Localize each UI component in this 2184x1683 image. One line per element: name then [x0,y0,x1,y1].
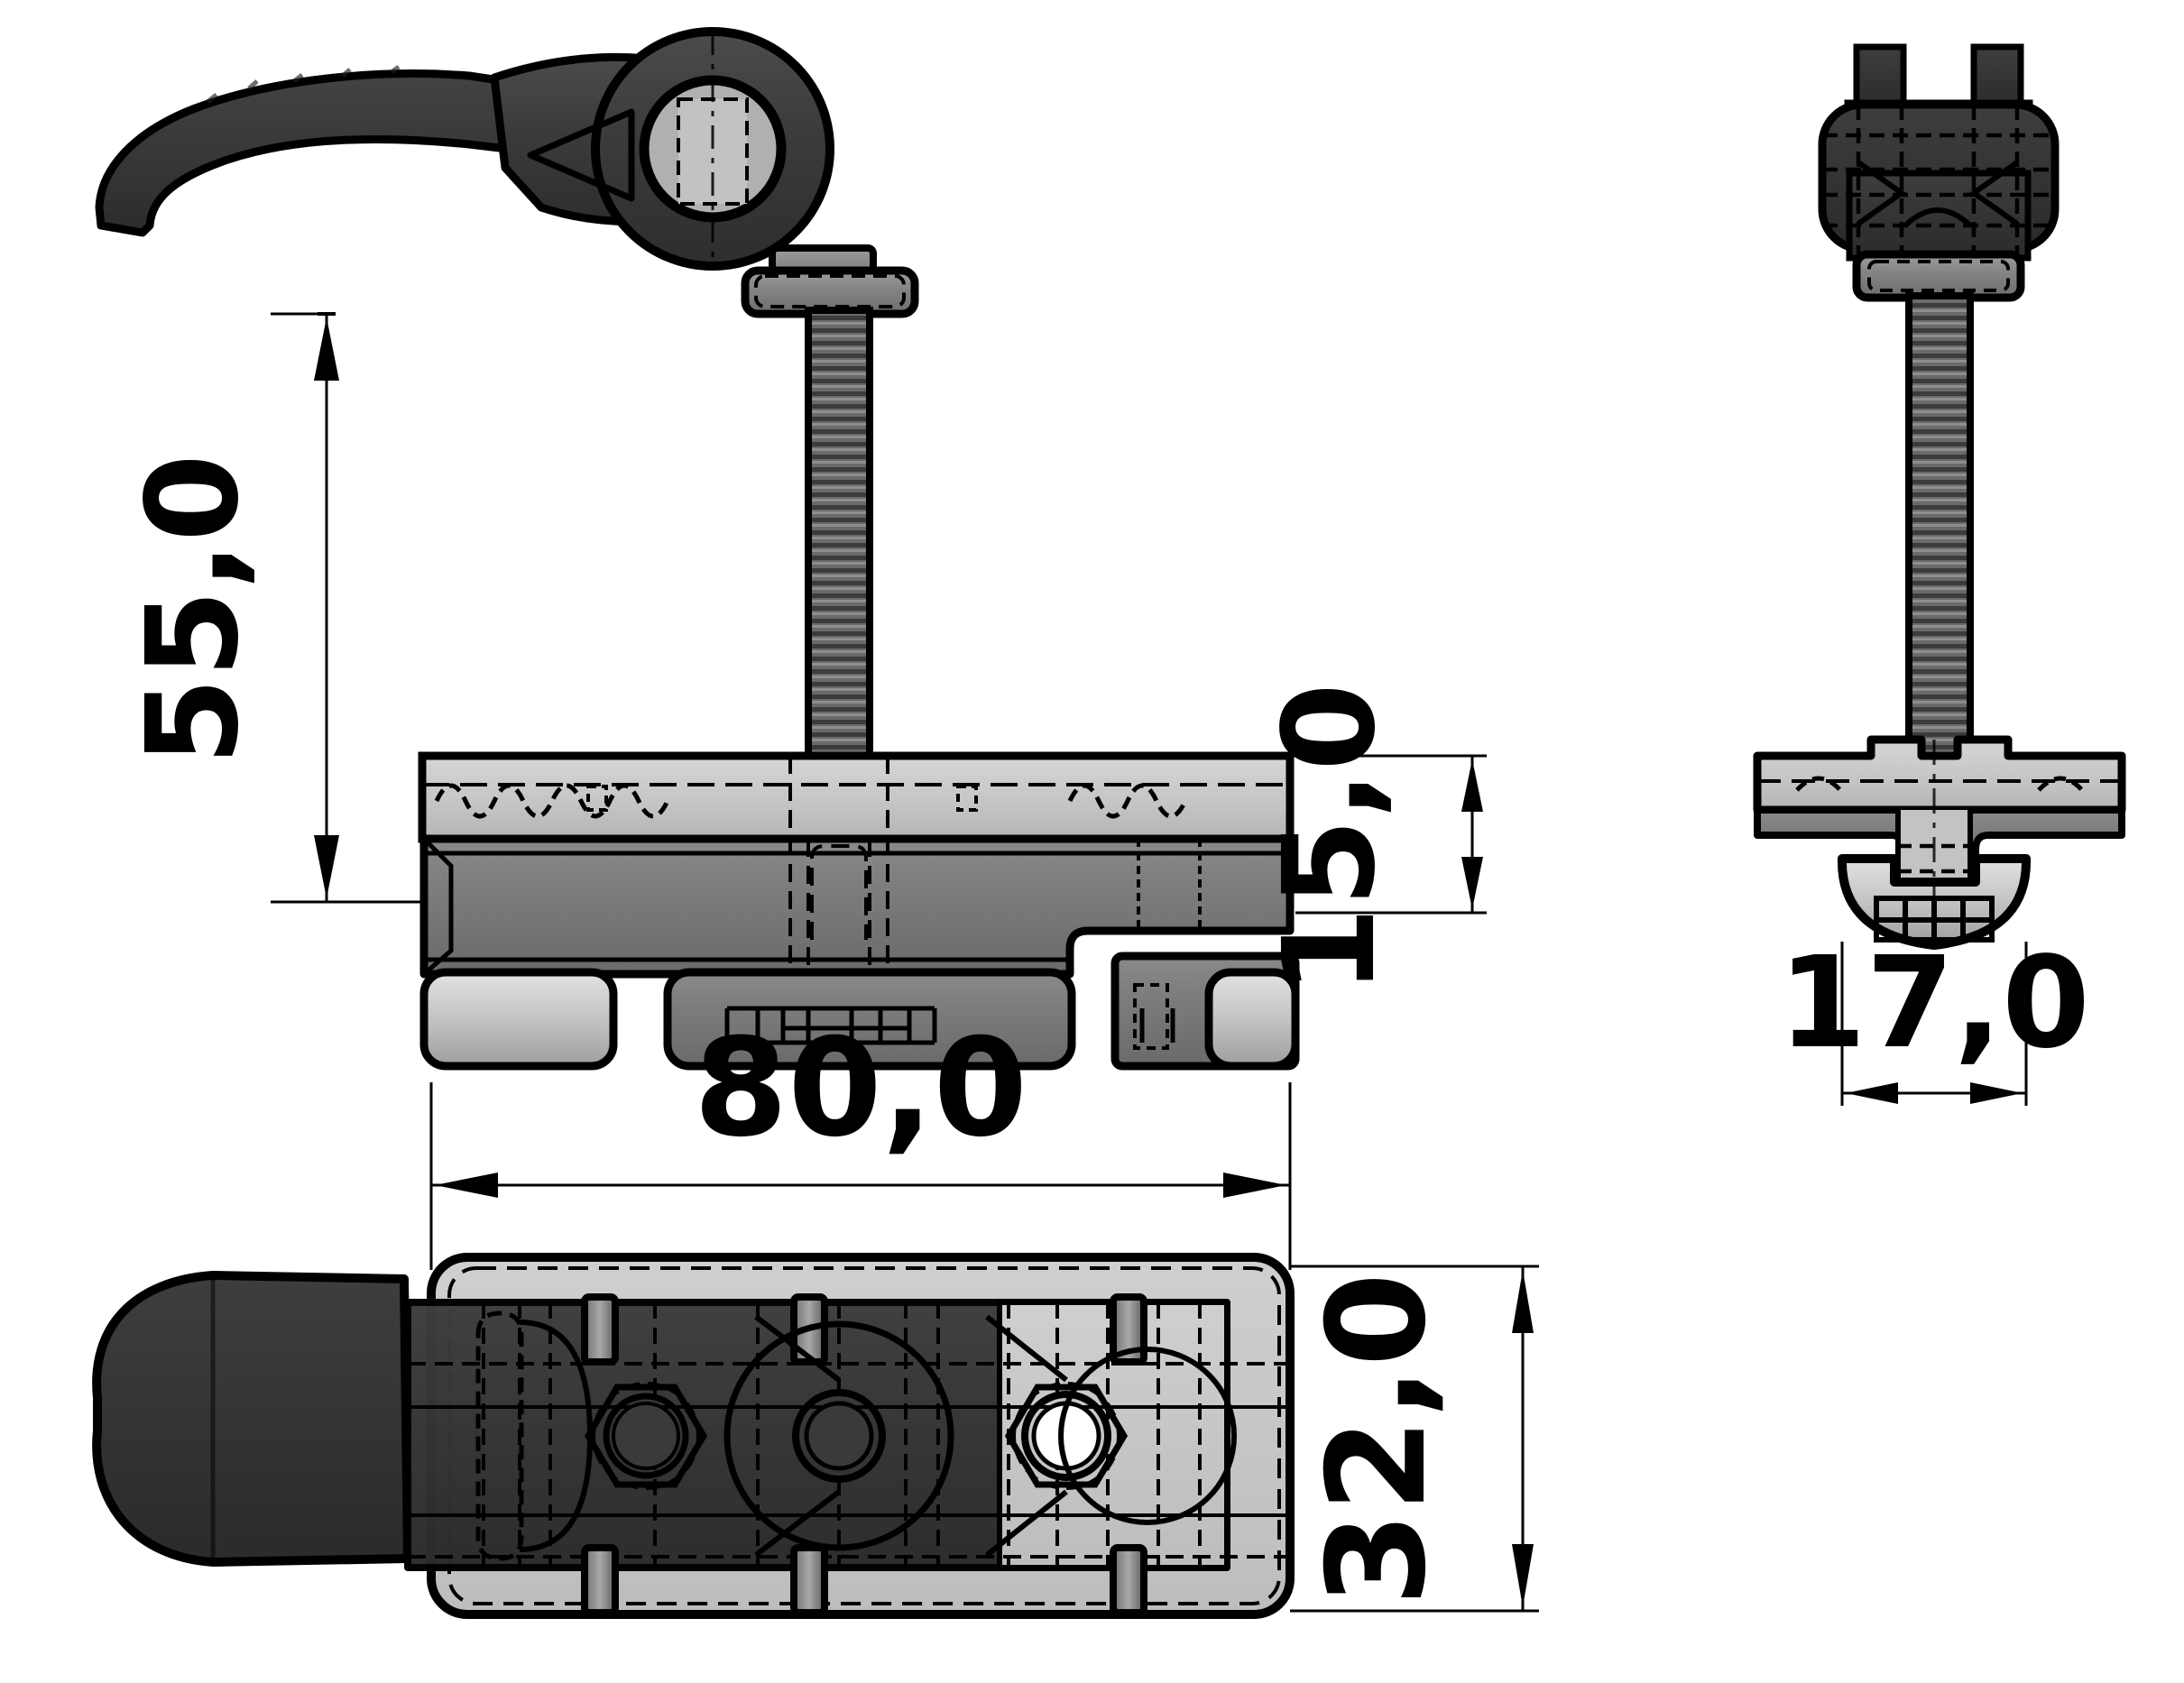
dimension-32-label: 32,0 [1299,1273,1456,1606]
dimension-55: 55,0 [120,312,424,904]
dimension-15-label: 15,0 [1257,683,1404,994]
lever-head [490,27,834,271]
dimension-17: 17,0 [1778,930,2090,1106]
clamp-body-right-span [1067,783,1300,1071]
top-lever-handle [92,1271,412,1567]
side-lever-head [1818,43,2060,302]
side-view: 17,0 [1753,43,2126,1106]
lever-flange-nut [741,244,919,318]
threaded-bolt-shank [805,307,873,763]
side-threaded-shank [1905,292,1974,761]
top-view: 80,0 32,0 [92,1010,1539,1619]
side-rail-section [1753,735,2126,950]
clamp-body-front [418,751,1300,1071]
top-pivot-circle [723,1314,954,1558]
top-center-bolt [792,1389,886,1483]
top-hex-nut-left [584,1382,708,1490]
top-plate-slots [581,1293,1147,1616]
top-base-plate [404,1253,1295,1619]
dimension-15: 15,0 [1257,683,1487,995]
dimension-17-label: 17,0 [1778,930,2089,1077]
dimension-55-label: 55,0 [120,454,267,765]
dimension-32: 32,0 [1290,1265,1539,1613]
top-hex-nut-right [985,1314,1237,1558]
lever-handle [95,65,549,237]
dimension-80: 80,0 [429,1010,1292,1270]
front-view: 55,0 15,0 [95,27,1487,1071]
dimension-80-label: 80,0 [694,1010,1027,1167]
